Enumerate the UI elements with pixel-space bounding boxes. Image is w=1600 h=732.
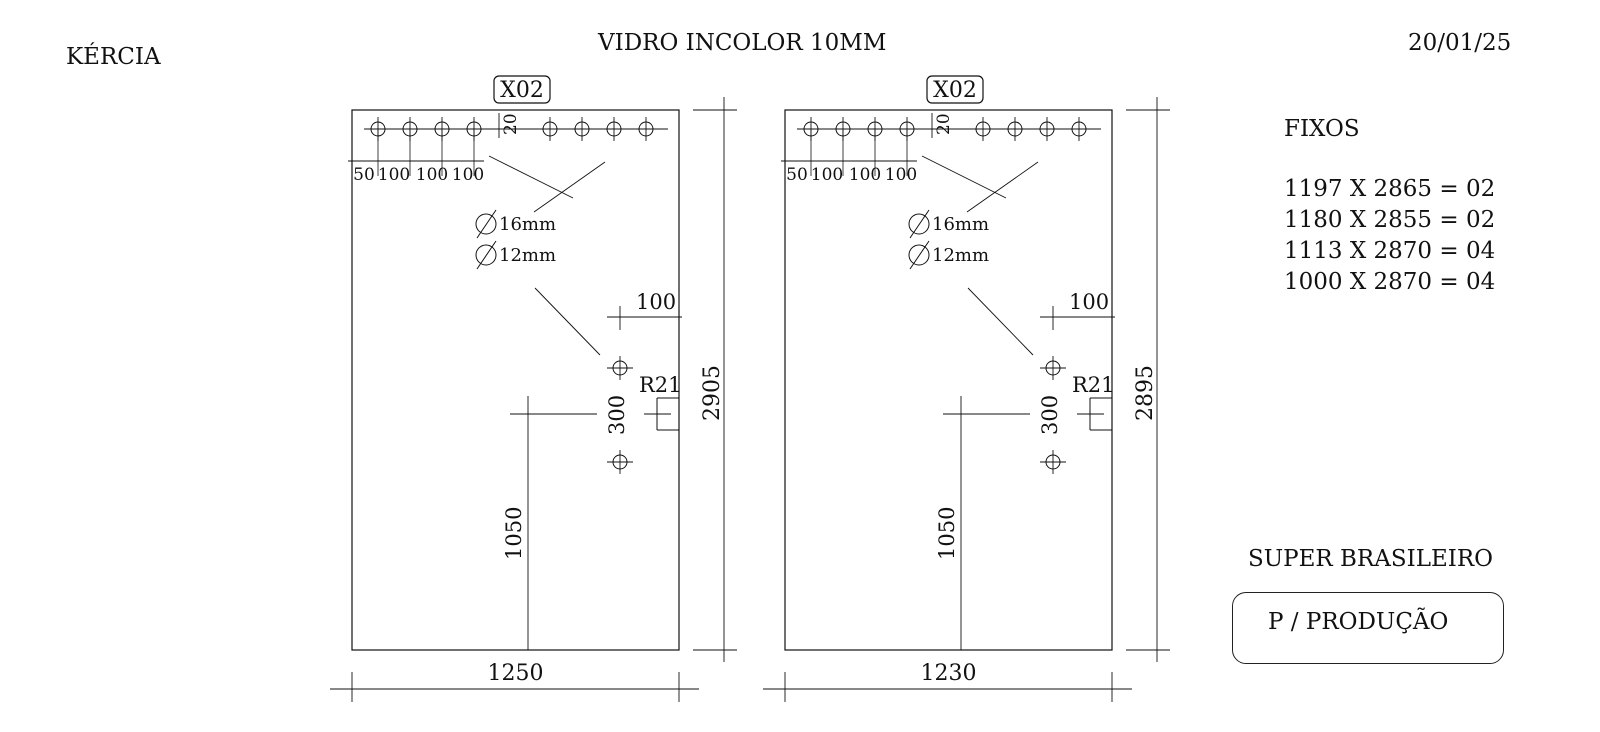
hole-spacing-label: 100 bbox=[849, 165, 881, 185]
height-label: 2905 bbox=[700, 365, 725, 421]
hole-diameter-label: 12mm bbox=[499, 245, 556, 266]
hole-spacing-label: 100 bbox=[885, 165, 917, 185]
diameter-symbol-slash bbox=[476, 240, 497, 270]
leader-line bbox=[534, 287, 601, 356]
top-offset-label: 20 bbox=[934, 113, 954, 135]
leader-line bbox=[921, 155, 1007, 199]
hole-diameter-label: 16mm bbox=[499, 214, 556, 235]
diameter-symbol-slash bbox=[909, 209, 930, 239]
hole-spacing-label: 100 bbox=[452, 165, 484, 185]
leader-line bbox=[966, 161, 1039, 213]
production-stamp-box bbox=[1232, 592, 1504, 664]
top-offset-label: 20 bbox=[501, 113, 521, 135]
diameter-symbol-slash bbox=[476, 209, 497, 239]
fixos-heading: FIXOS bbox=[1284, 116, 1360, 142]
diameter-symbol bbox=[475, 213, 497, 235]
handle-height-label: 1050 bbox=[502, 507, 526, 560]
production-label: P / PRODUÇÃO bbox=[1268, 609, 1449, 635]
leader-line bbox=[967, 287, 1034, 356]
hole-spacing-label: 100 bbox=[811, 165, 843, 185]
quantity-label: X02 bbox=[933, 78, 977, 103]
fixos-item: 1000 X 2870 = 04 bbox=[1284, 269, 1496, 295]
diameter-symbol bbox=[908, 213, 930, 235]
hole-spacing-label: 50 bbox=[353, 165, 375, 185]
page-title: VIDRO INCOLOR 10MM bbox=[598, 30, 887, 56]
hole-spacing-label: 100 bbox=[416, 165, 448, 185]
handle-spacing-label: 300 bbox=[605, 395, 629, 435]
diameter-symbol bbox=[908, 244, 930, 266]
leader-line bbox=[533, 161, 606, 213]
supplier-name: SUPER BRASILEIRO bbox=[1248, 546, 1494, 572]
width-label: 1230 bbox=[921, 661, 977, 686]
height-label: 2895 bbox=[1133, 365, 1158, 421]
client-name: KÉRCIA bbox=[66, 44, 161, 70]
handle-radius-label: R21 bbox=[1072, 373, 1115, 397]
quantity-box bbox=[493, 75, 551, 104]
handle-radius-label: R21 bbox=[639, 373, 682, 397]
handle-spacing-label: 300 bbox=[1038, 395, 1062, 435]
quantity-label: X02 bbox=[500, 78, 544, 103]
width-label: 1250 bbox=[488, 661, 544, 686]
diameter-symbol-slash bbox=[909, 240, 930, 270]
quantity-box bbox=[926, 75, 984, 104]
date-label: 20/01/25 bbox=[1408, 30, 1512, 56]
edge-offset-label: 100 bbox=[1069, 290, 1109, 314]
edge-offset-label: 100 bbox=[636, 290, 676, 314]
glass-outline bbox=[784, 109, 1113, 651]
hole-spacing-label: 100 bbox=[378, 165, 410, 185]
diameter-symbol bbox=[475, 244, 497, 266]
leader-line bbox=[488, 155, 574, 199]
hole-spacing-label: 50 bbox=[786, 165, 808, 185]
hole-diameter-label: 12mm bbox=[932, 245, 989, 266]
handle-height-label: 1050 bbox=[935, 507, 959, 560]
hole-diameter-label: 16mm bbox=[932, 214, 989, 235]
fixos-item: 1180 X 2855 = 02 bbox=[1284, 207, 1496, 233]
fixos-item: 1197 X 2865 = 02 bbox=[1284, 176, 1496, 202]
glass-outline bbox=[351, 109, 680, 651]
fixos-item: 1113 X 2870 = 04 bbox=[1284, 238, 1496, 264]
